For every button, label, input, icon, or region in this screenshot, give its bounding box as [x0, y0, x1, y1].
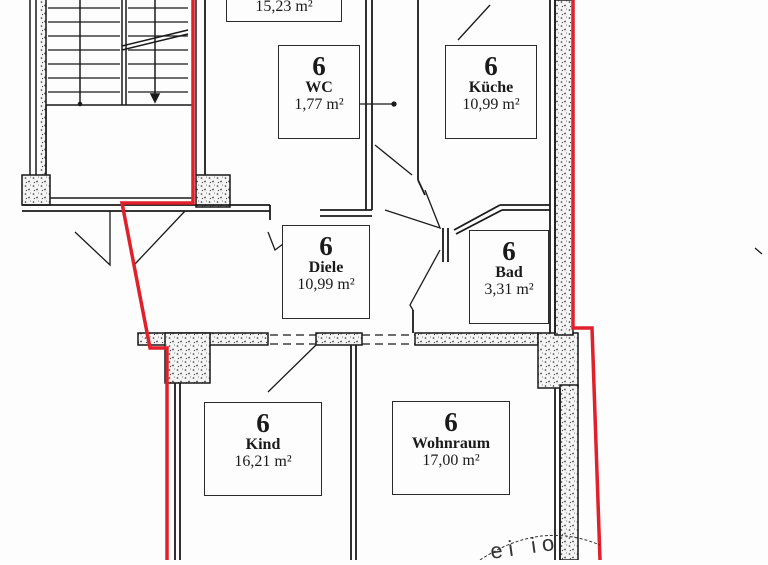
room-area: 10,99 m²	[297, 276, 355, 294]
room-area: 1,77 m²	[294, 96, 344, 114]
unit-number: 6	[444, 407, 458, 437]
apartment-boundary	[119, 0, 195, 560]
room-area: 16,21 m²	[234, 453, 292, 471]
stairwell	[29, 0, 197, 200]
door-swings	[74, 4, 763, 393]
apartment-boundary-right	[571, 0, 602, 560]
room-name: Küche	[468, 79, 514, 97]
room-name: WC	[305, 79, 333, 97]
stamp-arc	[479, 534, 601, 560]
room-name: Wohnraum	[411, 435, 491, 453]
room-area: 3,31 m²	[484, 281, 534, 299]
room-area-partial: 15,23 m²	[226, 0, 342, 22]
unit-number: 6	[484, 51, 498, 81]
walls	[22, 0, 561, 560]
room-label-kind: 6 Kind 16,21 m²	[204, 402, 322, 496]
room-name: Bad	[495, 264, 523, 282]
room-label-wc: 6 WC 1,77 m²	[278, 45, 360, 139]
unit-number: 6	[256, 408, 270, 438]
room-label-diele: 6 Diele 10,99 m²	[282, 225, 370, 319]
masonry-walls	[21, 0, 579, 560]
room-name: Kind	[245, 436, 281, 454]
room-label-bad: 6 Bad 3,31 m²	[469, 230, 549, 324]
room-area: 10,99 m²	[462, 96, 520, 114]
unit-number: 6	[319, 231, 333, 261]
unit-number: 6	[502, 236, 516, 266]
room-label-wohnraum: 6 Wohnraum 17,00 m²	[392, 401, 510, 495]
unit-number: 6	[312, 51, 326, 81]
room-area: 17,00 m²	[422, 452, 480, 470]
room-name: Diele	[308, 259, 344, 277]
room-label-kueche: 6 Küche 10,99 m²	[445, 45, 537, 139]
